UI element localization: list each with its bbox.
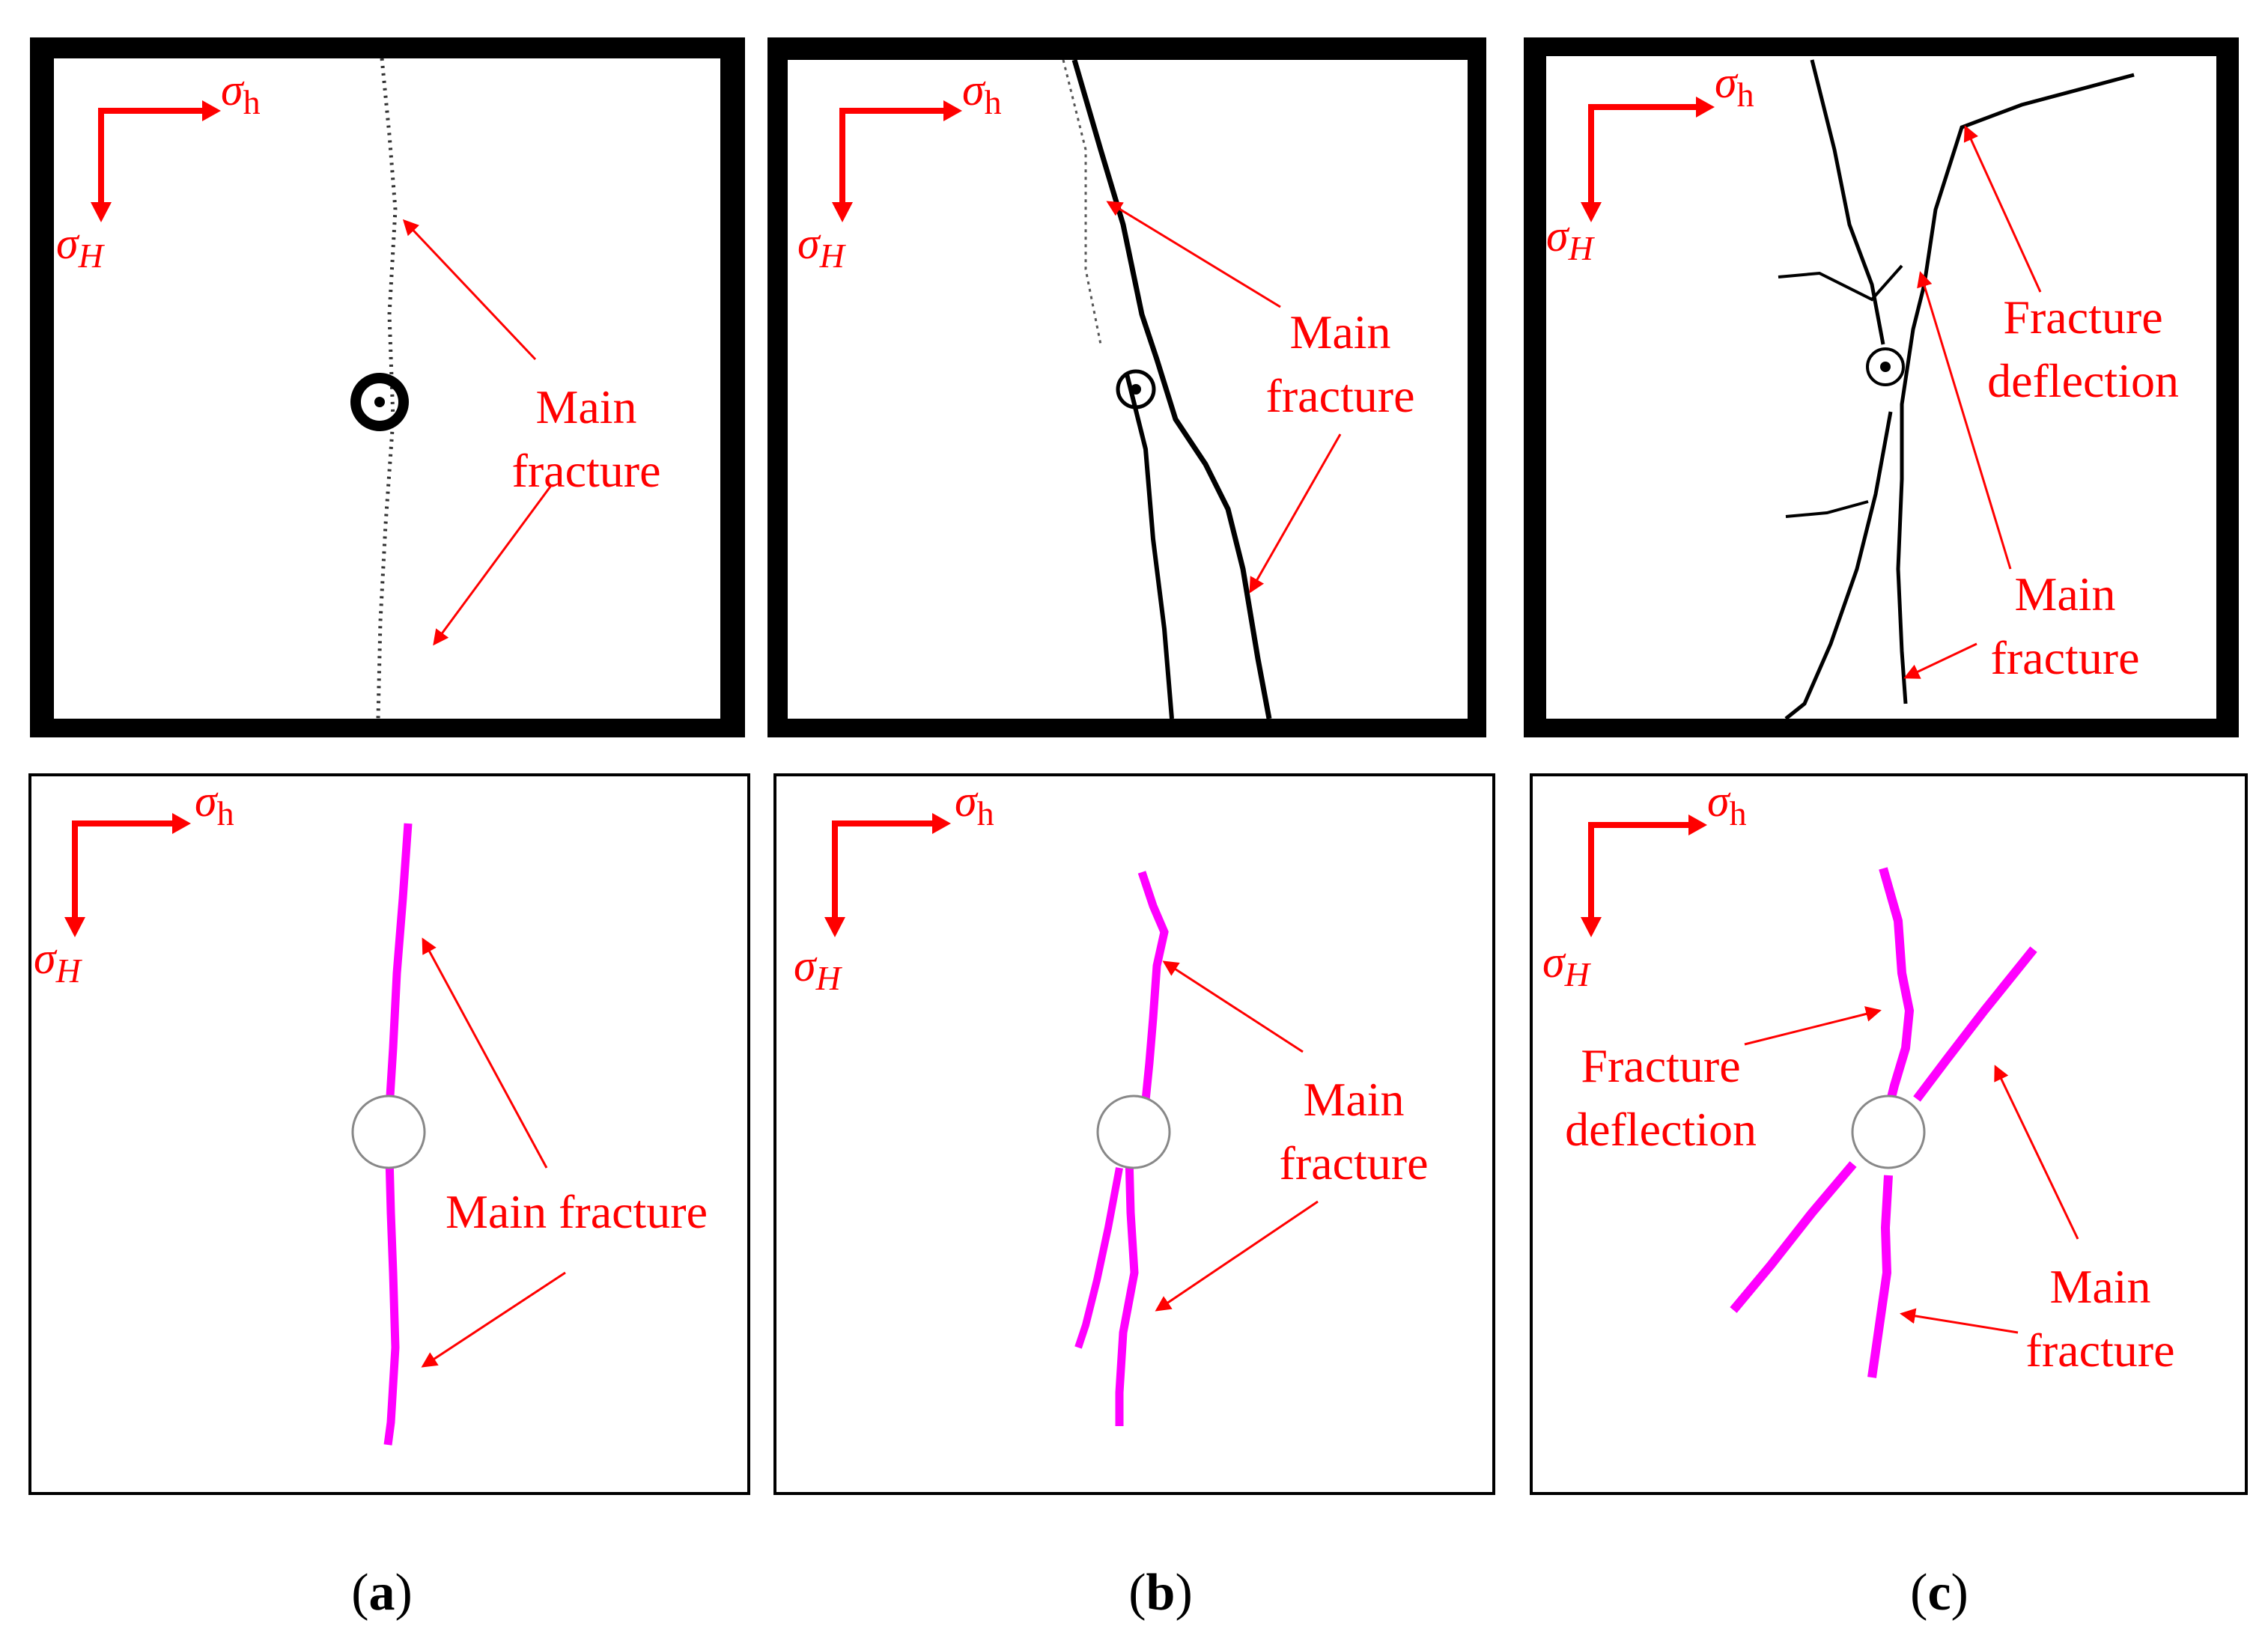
leader-arrow bbox=[433, 486, 552, 646]
panel-c-schematic bbox=[1530, 773, 2248, 1495]
panel-caption: (c) bbox=[1910, 1564, 1968, 1622]
arrow-down-icon bbox=[1581, 202, 1602, 222]
leader-arrow bbox=[1249, 433, 1342, 594]
fracture-trace bbox=[1913, 946, 2037, 1102]
leader-arrow bbox=[422, 937, 548, 1169]
leader-arrow bbox=[1162, 960, 1304, 1053]
sigma-H-label: σH bbox=[797, 219, 847, 275]
annotation-label: deflection bbox=[1987, 354, 2179, 407]
panel-a-specimen-photo bbox=[30, 37, 745, 737]
annotation-label: Main bbox=[535, 380, 636, 433]
sigma-H-label: σH bbox=[1546, 211, 1596, 267]
arrow-down-icon bbox=[824, 917, 845, 937]
specimen-face bbox=[1546, 56, 2216, 719]
sigma-h-label: σh bbox=[955, 776, 994, 832]
annotation-label: Main bbox=[2014, 567, 2115, 621]
stress-axes: σh σH bbox=[1542, 776, 1747, 993]
fracture-trace bbox=[1062, 59, 1102, 345]
fracture-trace bbox=[1071, 59, 1272, 719]
annotation-label: fracture bbox=[1266, 369, 1415, 422]
leader-arrow bbox=[1744, 1006, 1882, 1046]
sigma-H-label: σH bbox=[56, 219, 106, 275]
borehole-center bbox=[1880, 362, 1891, 372]
stress-axes: σh σH bbox=[56, 65, 261, 275]
arrow-right-icon bbox=[1696, 97, 1715, 118]
leader-arrow bbox=[1994, 1065, 2079, 1240]
stress-axes: σh σH bbox=[34, 776, 234, 990]
leader-arrow bbox=[1155, 1200, 1319, 1312]
annotation-label: Main fracture bbox=[446, 1185, 708, 1238]
panel-a: σh σH Main fracture σh σH Main fracture … bbox=[28, 37, 750, 1622]
fracture-trace bbox=[1125, 374, 1174, 719]
stress-axes: σh σH bbox=[1546, 58, 1754, 267]
annotation-label: fracture bbox=[1280, 1136, 1429, 1190]
borehole-center bbox=[1131, 384, 1141, 395]
sigma-H-label: σH bbox=[1542, 937, 1592, 993]
annotation-label: deflection bbox=[1565, 1103, 1757, 1156]
arrow-right-icon bbox=[932, 813, 951, 834]
arrow-down-icon bbox=[91, 202, 112, 222]
leader-arrow bbox=[1900, 1308, 2019, 1334]
fracture-trace bbox=[1115, 871, 1169, 1426]
sigma-H-label: σH bbox=[794, 941, 843, 997]
leader-arrow bbox=[1963, 125, 2042, 293]
sigma-h-label: σh bbox=[221, 65, 261, 121]
arrow-down-icon bbox=[832, 202, 853, 222]
annotation-label: fracture bbox=[512, 444, 661, 497]
fracture-trace bbox=[1867, 867, 1915, 1378]
stress-axes: σh σH bbox=[794, 776, 994, 997]
sigma-h-label: σh bbox=[1715, 58, 1754, 114]
annotation-label: fracture bbox=[2026, 1324, 2175, 1377]
annotation-label: Main bbox=[2049, 1260, 2150, 1313]
panel-a-schematic bbox=[28, 773, 750, 1495]
leader-arrow bbox=[1903, 642, 1977, 679]
fracture-trace bbox=[383, 823, 413, 1446]
leader-arrow bbox=[1917, 271, 2012, 570]
borehole bbox=[1851, 1094, 1926, 1169]
leader-arrow bbox=[421, 1271, 566, 1368]
panel-c: σh σH Fracture deflection Main fracture … bbox=[1524, 37, 2248, 1622]
panel-b-schematic bbox=[773, 773, 1495, 1495]
annotation-label: fracture bbox=[1991, 631, 2140, 684]
panel-b-specimen-photo bbox=[767, 37, 1486, 737]
annotation-label: Main bbox=[1303, 1073, 1404, 1126]
arrow-right-icon bbox=[202, 100, 221, 121]
arrow-down-icon bbox=[1581, 917, 1602, 937]
fracture-trace bbox=[376, 58, 398, 719]
arrow-right-icon bbox=[172, 813, 191, 834]
fracture-trace bbox=[1896, 73, 2135, 704]
panel-b: σh σH Main fracture σh σH Main fracture … bbox=[767, 37, 1495, 1622]
fracture-trace bbox=[1785, 500, 1869, 518]
arrow-down-icon bbox=[64, 917, 85, 937]
stress-axes: σh σH bbox=[797, 65, 1002, 275]
specimen-face bbox=[788, 60, 1468, 719]
borehole bbox=[1096, 1094, 1171, 1169]
fracture-trace bbox=[1810, 59, 1885, 345]
annotation-label: Fracture bbox=[2003, 290, 2162, 344]
sigma-h-label: σh bbox=[962, 65, 1002, 121]
borehole bbox=[1116, 369, 1156, 409]
annotation-label: Main bbox=[1289, 305, 1390, 359]
borehole bbox=[351, 1094, 426, 1169]
fracture-trace bbox=[1730, 1161, 1857, 1313]
sigma-h-label: σh bbox=[1707, 776, 1747, 832]
fracture-trace bbox=[1778, 264, 1903, 302]
leader-arrow bbox=[402, 219, 537, 361]
specimen-face bbox=[54, 58, 720, 719]
fracture-trace bbox=[1784, 411, 1893, 720]
annotation-label: Fracture bbox=[1581, 1039, 1740, 1092]
panel-c-specimen-photo bbox=[1524, 37, 2239, 737]
panel-caption: (b) bbox=[1128, 1564, 1193, 1622]
arrow-right-icon bbox=[1688, 815, 1707, 835]
sigma-h-label: σh bbox=[195, 776, 234, 832]
leader-arrow bbox=[1106, 201, 1281, 308]
fracture-trace bbox=[1074, 1167, 1123, 1349]
borehole bbox=[350, 373, 409, 431]
borehole-center bbox=[374, 397, 385, 407]
panel-caption: (a) bbox=[351, 1564, 413, 1622]
arrow-right-icon bbox=[943, 100, 962, 121]
sigma-H-label: σH bbox=[34, 934, 83, 990]
